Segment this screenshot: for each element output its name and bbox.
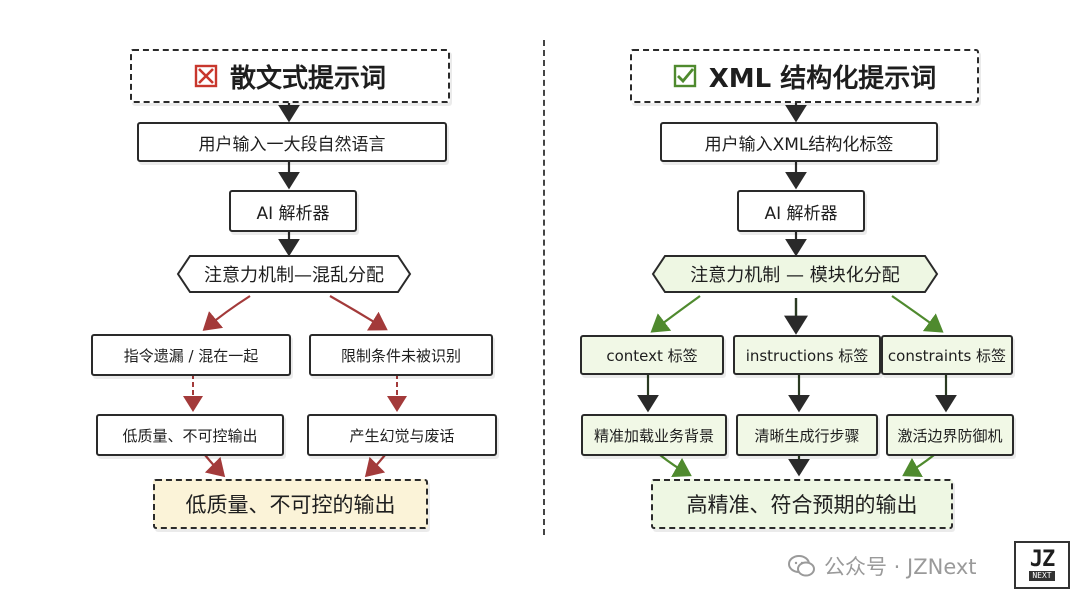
wechat-icon (788, 555, 815, 577)
right-out-a-text: 精准加载业务背景 (593, 426, 714, 445)
right-title-text: XML 结构化提示词 (708, 63, 937, 94)
right-tag-c-box: constraints 标签 (881, 335, 1013, 375)
right-step3-hex: 注意力机制 — 模块化分配 (651, 254, 939, 294)
left-step3-hex: 注意力机制—混乱分配 (176, 254, 412, 294)
right-step3-text: 注意力机制 — 模块化分配 (690, 265, 900, 286)
left-branch-a2-box: 低质量、不可控输出 (96, 414, 284, 456)
watermark-text: 公众号 · JZNext (824, 555, 977, 579)
right-tag-b-text: instructions 标签 (745, 346, 869, 365)
left-result-box: 低质量、不可控的输出 (153, 479, 428, 529)
arrow-left-step3-to-branch-b (329, 295, 388, 331)
arrow-left-step3-to-branch-a (202, 295, 251, 331)
right-tag-c-text: constraints 标签 (887, 346, 1007, 365)
left-title-box: 散文式提示词 (130, 49, 450, 103)
left-branch-b-box: 限制条件未被识别 (309, 334, 493, 376)
left-step2-box: AI 解析器 (229, 190, 357, 232)
left-branch-a2-text: 低质量、不可控输出 (122, 426, 258, 445)
left-branch-a-text: 指令遗漏 / 混在一起 (123, 346, 259, 365)
right-step1-box: 用户输入XML结构化标签 (660, 122, 938, 162)
right-out-c-text: 激活边界防御机 (897, 426, 1003, 445)
left-branch-b2-box: 产生幻觉与废话 (307, 414, 497, 456)
arrow-right-out-c-to-result (902, 454, 935, 478)
arrow-right-step3-to-tag-c (891, 295, 944, 333)
logo-sub: NEXT (1029, 571, 1055, 581)
left-step1-box: 用户输入一大段自然语言 (137, 122, 447, 162)
right-out-a-box: 精准加载业务背景 (581, 414, 727, 456)
left-step1-text: 用户输入一大段自然语言 (198, 134, 386, 155)
hex-shape (651, 255, 939, 293)
arrow-left-branch-a-to-result (204, 454, 226, 478)
right-out-c-box: 激活边界防御机 (886, 414, 1014, 456)
left-branch-b2-text: 产生幻觉与废话 (349, 426, 455, 445)
right-out-b-box: 清晰生成行步骤 (736, 414, 878, 456)
right-title-box: XML 结构化提示词 (630, 49, 979, 103)
hex-shape (176, 255, 412, 293)
right-step2-box: AI 解析器 (737, 190, 865, 232)
right-step2-text: AI 解析器 (764, 203, 838, 224)
right-result-text: 高精准、符合预期的输出 (686, 493, 918, 517)
jznext-logo: JZ NEXT (1014, 541, 1070, 589)
right-tag-a-box: context 标签 (580, 335, 724, 375)
right-result-box: 高精准、符合预期的输出 (651, 479, 953, 529)
center-divider (543, 40, 545, 535)
logo-main: JZ (1029, 547, 1055, 572)
left-branch-a-box: 指令遗漏 / 混在一起 (91, 334, 291, 376)
green-check-icon (673, 64, 696, 88)
left-branch-b-text: 限制条件未被识别 (340, 346, 461, 365)
arrow-right-step3-to-tag-a (650, 295, 701, 333)
left-result-text: 低质量、不可控的输出 (185, 493, 396, 517)
arrow-right-out-a-to-result (659, 454, 692, 478)
left-title-text: 散文式提示词 (229, 63, 386, 94)
right-tag-b-box: instructions 标签 (733, 335, 881, 375)
arrow-left-branch-b-to-result (364, 454, 386, 478)
left-step3-text: 注意力机制—混乱分配 (204, 265, 384, 286)
right-tag-a-text: context 标签 (606, 346, 698, 365)
right-out-b-text: 清晰生成行步骤 (754, 426, 860, 445)
red-x-icon (194, 64, 218, 88)
watermark: 公众号 · JZNext (788, 548, 977, 584)
left-step2-text: AI 解析器 (256, 203, 330, 224)
right-step1-text: 用户输入XML结构化标签 (704, 134, 894, 155)
